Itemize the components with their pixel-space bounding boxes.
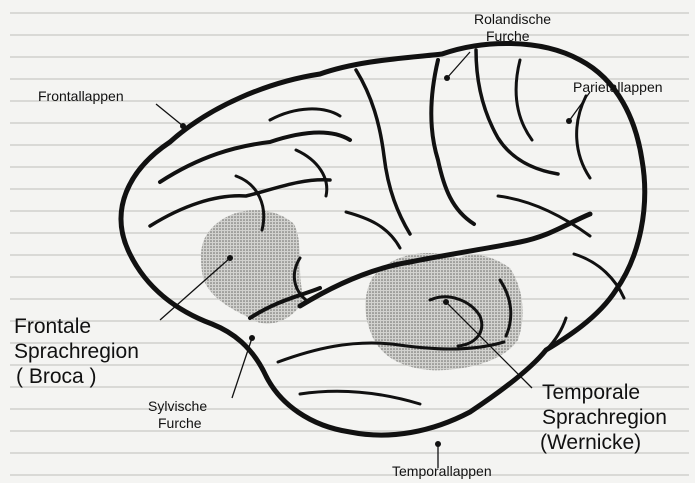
label-frontale-line1: Frontale <box>14 314 139 339</box>
label-frontale-line2: Sprachregion <box>14 339 139 364</box>
label-sylvische-line2: Furche <box>148 415 207 432</box>
label-temporale-line3: (Wernicke) <box>540 430 667 455</box>
label-temporale-sprachregion: Temporale Sprachregion (Wernicke) <box>540 380 667 455</box>
broca-region-shading <box>201 210 304 323</box>
label-frontale-sprachregion: Frontale Sprachregion ( Broca ) <box>14 314 139 389</box>
label-temporallappen: Temporallappen <box>392 463 492 480</box>
label-frontale-line3: ( Broca ) <box>14 364 139 389</box>
label-frontallappen: Frontallappen <box>38 88 124 105</box>
label-temporale-line2: Sprachregion <box>540 405 667 430</box>
label-sylvische-line1: Sylvische <box>148 398 207 415</box>
brain-outline <box>121 43 645 435</box>
label-parietallappen: Parietallappen <box>573 79 663 96</box>
label-temporale-line1: Temporale <box>540 380 667 405</box>
label-rolandische-furche: Rolandische Furche <box>474 11 551 45</box>
label-rolandische-line2: Furche <box>474 28 551 45</box>
wernicke-region-shading <box>365 253 522 370</box>
label-sylvische-furche: Sylvische Furche <box>148 398 207 432</box>
label-rolandische-line1: Rolandische <box>474 11 551 28</box>
